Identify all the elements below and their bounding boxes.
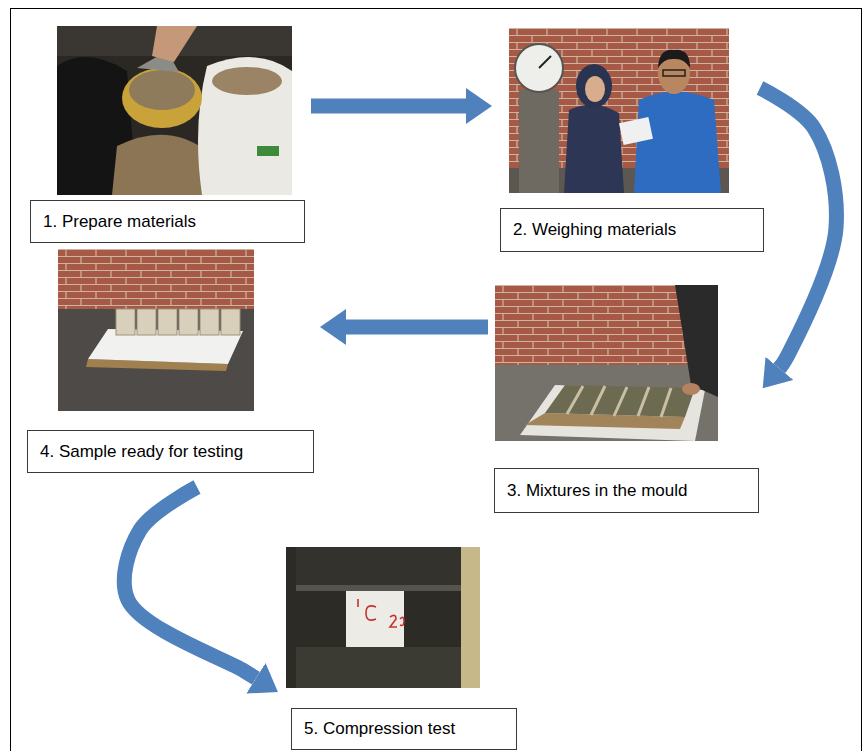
step-node: 3. Mixtures in the mould — [494, 285, 759, 513]
arm — [152, 26, 197, 62]
step-label: 1. Prepare materials — [30, 200, 305, 243]
white-bag — [198, 57, 292, 195]
plastic-sheet — [520, 385, 705, 441]
scale-dial — [515, 44, 563, 92]
person-body — [564, 105, 624, 193]
cube-marking — [358, 599, 404, 627]
flow-arrow — [760, 88, 836, 368]
flow-arrow — [346, 320, 488, 335]
glasses — [663, 70, 685, 76]
scale-body — [519, 90, 559, 193]
step-text: 5. Compression test — [304, 719, 455, 739]
floor — [495, 365, 718, 441]
step-text: 4. Sample ready for testing — [40, 442, 243, 462]
clipboard — [619, 117, 653, 145]
step-text: 2. Weighing materials — [513, 220, 676, 240]
sand — [212, 67, 282, 95]
cube-sample — [158, 309, 177, 335]
brick-wall — [509, 28, 729, 193]
step-text: 3. Mixtures in the mould — [507, 481, 687, 501]
lower-plate — [296, 647, 461, 688]
cube-sample — [179, 309, 198, 335]
photo-compression — [286, 547, 480, 688]
concrete-cube — [346, 591, 404, 647]
step-label: 5. Compression test — [291, 708, 517, 750]
step-node: 1. Prepare materials — [30, 26, 305, 243]
cube-sample — [116, 309, 135, 335]
step-node: 2. Weighing materials — [500, 28, 764, 252]
flow-arrow — [311, 99, 466, 114]
photo-ground — [286, 547, 480, 688]
step-label: 3. Mixtures in the mould — [494, 468, 759, 513]
upper-plate — [296, 547, 461, 587]
cube-sample — [221, 309, 240, 335]
arm — [675, 285, 718, 397]
hijab — [576, 64, 612, 108]
step-label: 2. Weighing materials — [500, 208, 764, 252]
hand — [682, 383, 700, 395]
step-text: 1. Prepare materials — [43, 212, 196, 232]
blue-shirt — [634, 92, 721, 194]
flow-arrow — [124, 487, 256, 678]
photo-samples — [58, 249, 254, 411]
machine-frame — [461, 547, 480, 688]
photo-mould — [495, 285, 718, 441]
floor — [58, 309, 254, 411]
mould-dividers — [567, 386, 671, 417]
mould — [545, 385, 695, 417]
face — [585, 76, 605, 102]
yellow-bowl — [122, 68, 202, 128]
photo-prepare — [57, 26, 292, 195]
cube-sample — [200, 309, 219, 335]
plate-edge — [296, 585, 461, 591]
photo-ground — [57, 26, 292, 195]
brick-wall — [58, 249, 254, 309]
bowl-sand — [129, 70, 195, 110]
step-label: 4. Sample ready for testing — [27, 430, 314, 473]
scale-needle — [539, 56, 551, 68]
sack — [112, 135, 212, 195]
photo-weighing — [509, 28, 729, 193]
hair — [658, 50, 690, 68]
bag-print — [257, 146, 279, 156]
cube-sample — [137, 309, 156, 335]
step-node: 5. Compression test — [286, 547, 517, 750]
step-node: 4. Sample ready for testing — [27, 249, 314, 473]
outer-frame — [11, 9, 862, 751]
